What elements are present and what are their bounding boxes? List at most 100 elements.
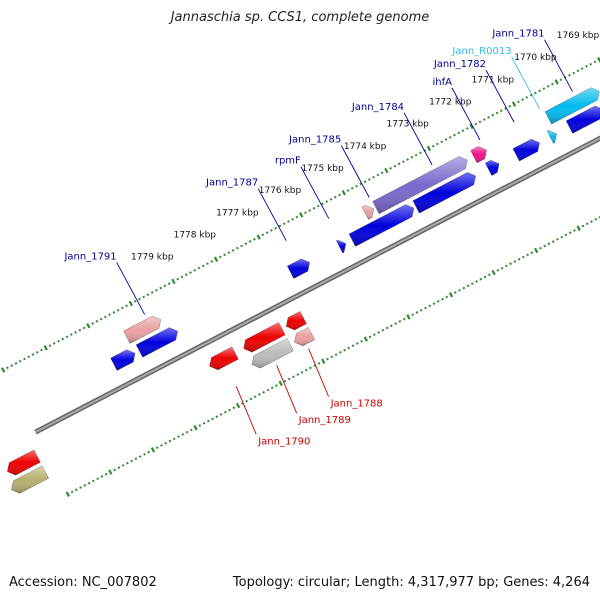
feature-block[interactable] (294, 327, 315, 347)
gene-label-Jann_1790[interactable]: Jann_1790 (257, 436, 310, 447)
gene-Jann_1785[interactable] (348, 204, 415, 247)
scale-tick (432, 302, 436, 305)
scale-tick (206, 262, 209, 265)
scale-label: 1772 kbp (429, 97, 472, 107)
scale-tick (48, 344, 52, 348)
scale-tick (278, 380, 283, 387)
gene-label-Jann_1789[interactable]: Jann_1789 (298, 415, 351, 426)
scale-tick (261, 233, 265, 237)
scale-tick (487, 273, 491, 277)
scale-tick (522, 255, 525, 259)
scale-tick (504, 107, 507, 110)
scale-tick (180, 275, 184, 279)
gene-label-Jann_1788[interactable]: Jann_1788 (330, 399, 383, 410)
scale-tick (197, 266, 201, 270)
scale-tick (573, 229, 576, 232)
gene-Jann_1789[interactable] (243, 322, 286, 353)
scale-tick (138, 297, 141, 301)
gene-label-ihfA[interactable]: ihfA (432, 77, 452, 88)
scale-tick (128, 300, 134, 307)
scale-tick (509, 262, 512, 266)
scale-tick (274, 226, 278, 230)
scale-tick (585, 65, 588, 68)
scale-tick (436, 300, 440, 303)
gene-rpmF[interactable] (336, 239, 347, 254)
gene-label-Jann_1784[interactable]: Jann_1784 (351, 102, 404, 113)
scale-tick (142, 295, 146, 299)
gene-label-rpmF[interactable]: rpmF (275, 156, 301, 167)
scale-tick (559, 78, 563, 82)
accession-text: Accession: NC_007802 (9, 575, 157, 590)
scale-tick (350, 186, 354, 190)
gene-Jann_1788[interactable] (286, 311, 307, 331)
gene-Jann_1790[interactable] (209, 346, 239, 371)
scale-tick (414, 153, 418, 157)
scale-tick (495, 111, 499, 115)
scale-tick (211, 417, 214, 421)
gene-Jann_1793[interactable] (7, 449, 41, 476)
scale-tick (321, 358, 326, 364)
scale-tick (83, 484, 87, 487)
scale-tick (363, 336, 368, 342)
scale-tick (299, 212, 304, 218)
scale-label: 1774 kbp (344, 142, 387, 152)
feature-block[interactable] (544, 87, 600, 125)
feature-block[interactable] (470, 146, 487, 164)
scale-tick (253, 395, 257, 399)
feature-block[interactable] (123, 315, 162, 344)
scale-tick (469, 123, 474, 129)
scale-tick (411, 313, 415, 317)
scale-tick (193, 268, 197, 272)
gene-label-Jann_1785[interactable]: Jann_1785 (288, 134, 341, 145)
gene-Jann_1791[interactable] (135, 327, 178, 358)
scale-tick (496, 269, 500, 272)
feature-track (7, 87, 600, 494)
scale-tick (440, 140, 444, 144)
scale-tick (355, 342, 359, 345)
scale-tick (283, 379, 287, 383)
gene-label-Jann_1787[interactable]: Jann_1787 (205, 178, 258, 189)
scale-tick (325, 200, 329, 203)
gene-label-Jann_R0013[interactable]: Jann_R0013 (451, 46, 511, 57)
scale-tick (248, 240, 252, 243)
scale-tick (116, 308, 120, 312)
scale-tick (466, 284, 470, 288)
scale-tick (478, 120, 482, 124)
scale-tick (91, 322, 94, 325)
gene-label-Jann_1791[interactable]: Jann_1791 (63, 251, 116, 262)
scale-tick (367, 178, 371, 181)
scale-tick (380, 171, 384, 175)
scale-tick (70, 490, 74, 494)
scale-tick (163, 284, 167, 288)
scale-tick (597, 57, 600, 63)
feature-block[interactable] (251, 338, 294, 369)
scale-tick (475, 280, 478, 283)
gene-Jann_1781[interactable] (565, 105, 600, 134)
gene-label-Jann_1782[interactable]: Jann_1782 (433, 59, 486, 70)
scale-tick (394, 322, 397, 325)
scale-tick (121, 464, 125, 467)
scale-tick (86, 322, 91, 329)
gene-Jann_1792[interactable] (110, 349, 136, 371)
scale-tick (551, 240, 555, 243)
scale-tick (376, 173, 380, 177)
scale-tick (227, 251, 231, 254)
gene-Jann_1784[interactable] (412, 172, 476, 214)
gene-ihfA[interactable] (485, 159, 500, 176)
scale-tick (210, 260, 214, 263)
gene-Jann_R0013[interactable] (546, 130, 557, 144)
feature-block[interactable] (361, 204, 374, 220)
scale-tick (333, 195, 337, 199)
feature-block[interactable] (372, 156, 468, 214)
gene-Jann_1787[interactable] (287, 258, 310, 279)
gene-Jann_1782[interactable] (512, 138, 540, 162)
scale-tick (159, 286, 163, 290)
scale-tick (108, 469, 113, 475)
scale-tick (402, 160, 405, 164)
gene-label-Jann_1781[interactable]: Jann_1781 (491, 29, 544, 40)
feature-block[interactable] (11, 465, 49, 494)
scale-tick (79, 486, 82, 489)
scale-tick (78, 328, 82, 332)
scale-tick (372, 175, 375, 179)
